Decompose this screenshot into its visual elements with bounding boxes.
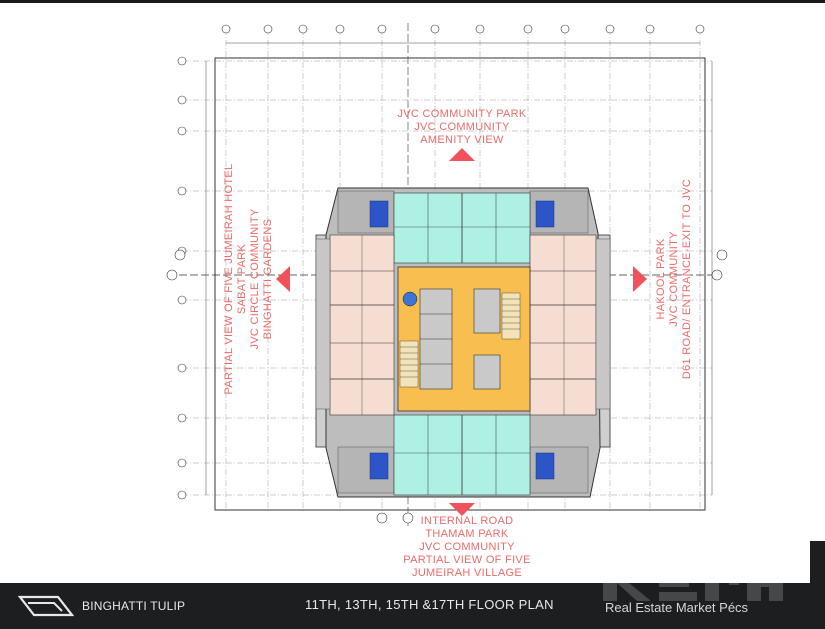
west-view-label: PARTIAL VIEW OF FIVE JUMEIRAH HOTEL SABA… [223,164,274,395]
binghatti-logo-icon [18,595,74,617]
west-view-line-1: PARTIAL VIEW OF FIVE JUMEIRAH HOTEL [223,164,235,395]
north-view-label: JVC COMMUNITY PARK JVC COMMUNITY AMENITY… [397,108,526,146]
north-view-arrow [449,148,475,161]
east-view-line-1: HAKOOL PARK [655,238,667,319]
north-view-line-1: JVC COMMUNITY PARK [397,108,526,120]
west-view-arrow [276,266,290,292]
building [315,187,611,498]
south-view-line-4: PARTIAL VIEW OF FIVE [403,554,530,566]
watermark-logo [603,565,783,601]
top-rule [0,0,825,3]
south-view-line-5: JUMEIRAH VILLAGE [412,567,522,579]
south-view-arrow [449,503,475,516]
south-view-line-3: JVC COMMUNITY [419,541,515,553]
agency-name: Real Estate Market Pécs [605,600,749,615]
grid-bubbles [166,24,728,524]
west-view-line-3: JVC CIRCLE COMMUNITY [249,208,261,349]
north-view-line-2: JVC COMMUNITY [414,121,510,133]
side-tab [810,541,825,621]
north-view-line-3: AMENITY VIEW [420,134,504,146]
brand-name: BINGHATTI TULIP [82,599,186,613]
east-view-line-3: D61 ROAD/ ENTRANCE-EXIT TO JVC [681,179,693,379]
east-view-arrow [633,266,647,292]
west-view-line-2: SABAT PARK [236,244,248,315]
east-view-label: HAKOOL PARK JVC COMMUNITY D61 ROAD/ ENTR… [655,179,693,379]
south-view-label: INTERNAL ROAD THAMAM PARK JVC COMMUNITY … [403,515,530,579]
view-arrows [276,148,647,516]
east-view-line-2: JVC COMMUNITY [668,231,680,327]
west-view-line-4: BINGHATTI GARDENS [262,219,274,339]
floor-plan-drawing: JVC COMMUNITY PARK JVC COMMUNITY AMENITY… [166,23,728,579]
footer-bar: BINGHATTI TULIP 11TH, 13TH, 15TH &17TH F… [0,565,825,629]
plan-title: 11TH, 13TH, 15TH &17TH FLOOR PLAN [305,597,554,612]
south-view-line-2: THAMAM PARK [425,528,509,540]
dimension-lines [205,42,713,495]
south-view-line-1: INTERNAL ROAD [421,515,514,527]
